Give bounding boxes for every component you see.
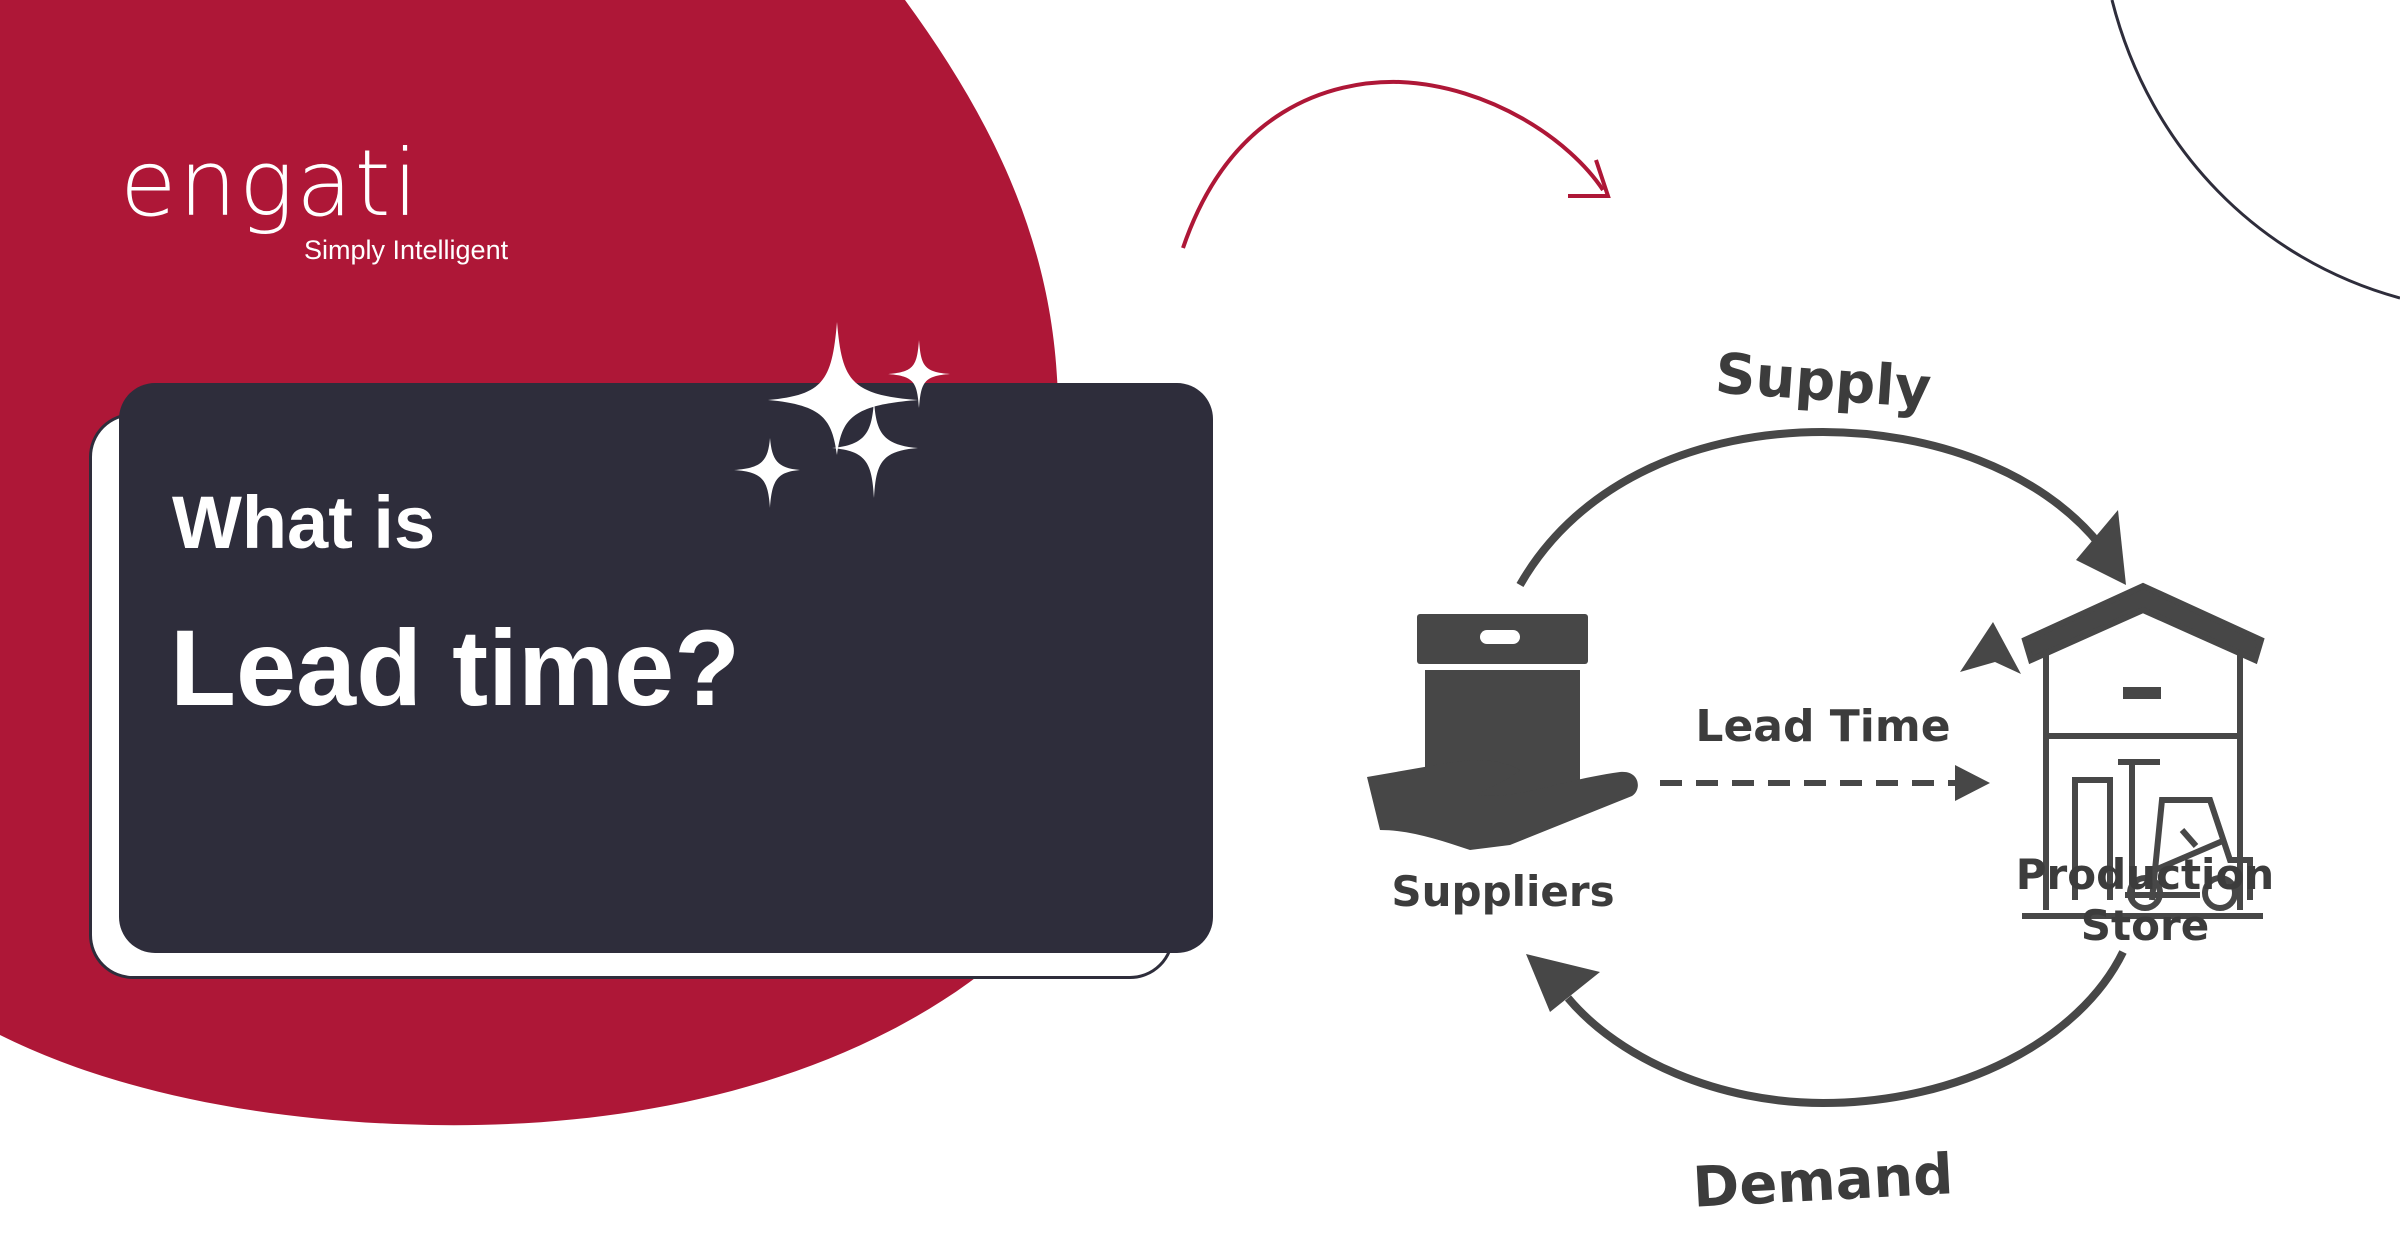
demand-arc [1564,950,2127,1108]
headline-line2: Lead time? [170,607,741,728]
hand-icon [1367,760,1638,850]
supply-label: Supply [1713,342,1933,422]
lead-time-arrowhead-icon [1955,765,1990,801]
warehouse-icon [2021,582,2265,919]
logo-tagline: Simply Intelligent [304,235,509,265]
red-curved-arrow [1181,79,1605,249]
engati-logo: engati [120,130,421,237]
supply-arrowhead-icon [2076,510,2126,585]
supply-arc [1516,427,2104,587]
suppliers-label: Suppliers [1391,867,1614,916]
production-label-line2: Store [2081,901,2209,950]
demand-label: Demand [1691,1142,1955,1221]
lead-time-label: Lead Time [1695,701,1950,752]
demand-arrowhead-icon [1526,954,1600,1012]
headline-line1: What is [172,481,436,564]
production-label-line1: Production [2016,850,2274,899]
red-arrowhead [1568,159,1611,198]
small-up-arrow-icon [1960,622,2021,674]
sparkles-icon [734,322,950,508]
decorative-black-arc [2110,0,2400,300]
headline-card [119,383,1213,953]
